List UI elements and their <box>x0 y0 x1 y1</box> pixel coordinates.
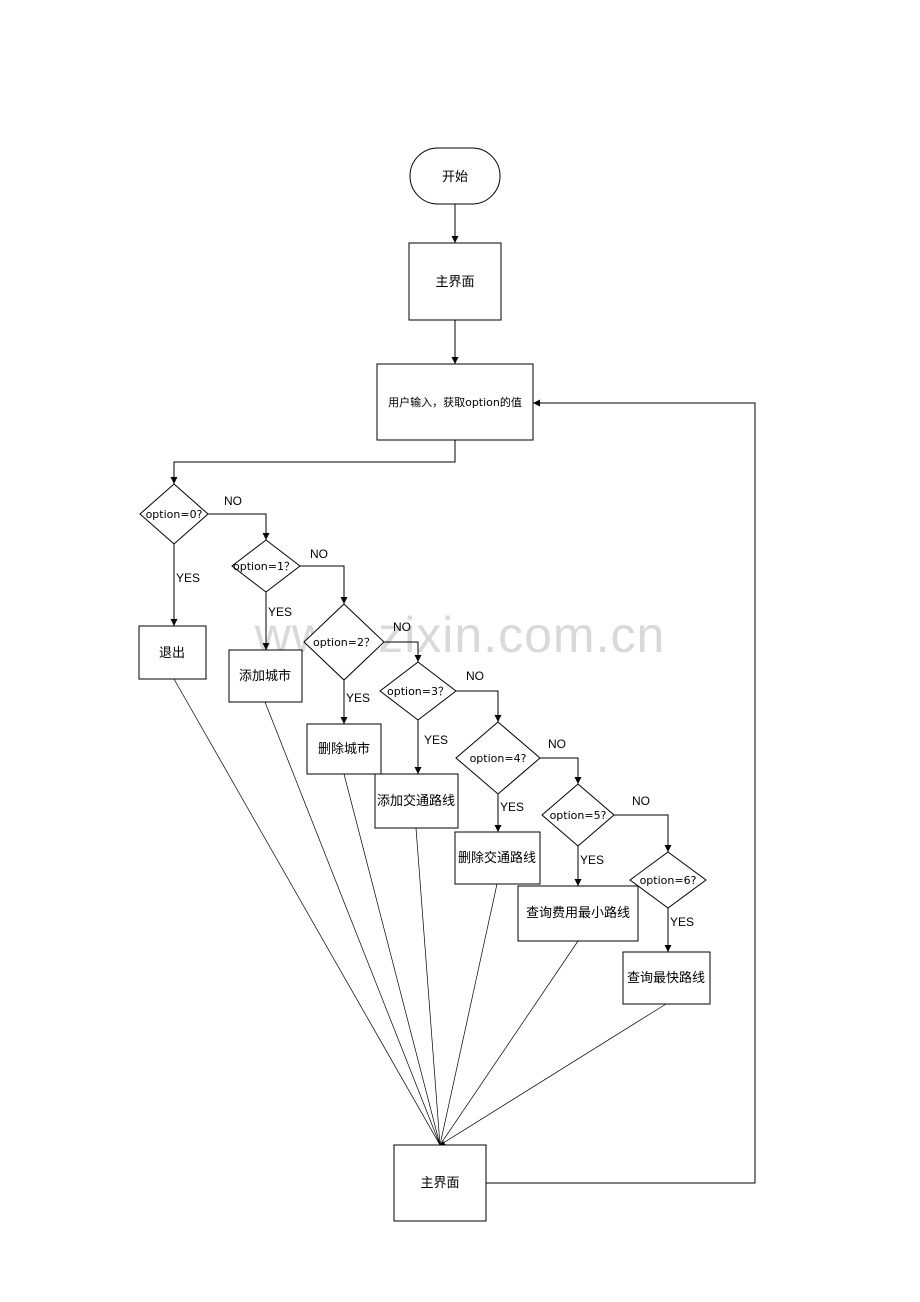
edge-d1-d2 <box>300 565 348 604</box>
d5-no-label: NO <box>632 794 650 808</box>
decision-1: option=1？ <box>231 539 301 593</box>
main-ui-node: 主界面 <box>408 242 502 321</box>
main-ui-end-node: 主界面 <box>393 1144 487 1222</box>
d3-no-label: NO <box>466 669 484 683</box>
start-node: 开始 <box>409 147 501 205</box>
decision-3: option=3？ <box>379 661 457 721</box>
decision-0-label: option=0? <box>146 508 203 521</box>
add-city-label: 添加城市 <box>239 668 291 684</box>
d0-no-label: NO <box>224 494 242 508</box>
d1-yes-label: YES <box>268 605 292 619</box>
decision-3-label: option=3？ <box>387 685 449 698</box>
input-label: 用户输入，获取option的值 <box>388 395 522 409</box>
exit-label: 退出 <box>159 646 185 661</box>
decision-5: option=5? <box>541 783 615 847</box>
decision-5-label: option=5? <box>550 809 607 822</box>
add-route-label: 添加交通路线 <box>377 793 455 809</box>
edge-d3-d4 <box>456 690 502 722</box>
edge-input-d0 <box>170 440 456 484</box>
add-route-node: 添加交通路线 <box>374 773 459 829</box>
decision-1-label: option=1？ <box>233 560 295 573</box>
d4-no-label: NO <box>548 737 566 751</box>
del-city-label: 删除城市 <box>318 741 370 757</box>
del-route-label: 删除交通路线 <box>458 850 536 866</box>
add-city-node: 添加城市 <box>228 649 303 703</box>
d3-yes-label: YES <box>424 733 448 747</box>
decision-4: option=4? <box>455 721 541 795</box>
edge-d4-d5 <box>540 757 582 784</box>
d0-yes-label: YES <box>176 571 200 585</box>
exit-node: 退出 <box>138 625 207 680</box>
edge-d2-d3 <box>384 641 422 662</box>
del-city-node: 删除城市 <box>306 723 382 775</box>
d2-yes-label: YES <box>346 691 370 705</box>
edge-loop-back <box>486 399 756 1184</box>
query-fast-label: 查询最快路线 <box>627 970 705 986</box>
converging-edges <box>173 678 667 1146</box>
main-ui-label: 主界面 <box>435 275 474 290</box>
main-ui-end-label: 主界面 <box>420 1176 459 1191</box>
decision-4-label: option=4? <box>470 752 527 765</box>
decision-0: option=0? <box>139 483 209 545</box>
query-cost-label: 查询费用最小路线 <box>526 905 630 921</box>
d1-no-label: NO <box>310 547 328 561</box>
edge-d5-d6 <box>614 814 672 852</box>
decision-6-label: option=6? <box>640 874 697 887</box>
del-route-node: 删除交通路线 <box>454 831 541 885</box>
decision-6: option=6? <box>629 851 707 909</box>
decision-2-label: option=2？ <box>313 636 375 649</box>
query-fast-node: 查询最快路线 <box>622 951 711 1005</box>
input-node: 用户输入，获取option的值 <box>376 363 534 441</box>
d4-yes-label: YES <box>500 800 524 814</box>
edge-d0-d1 <box>208 513 270 540</box>
d2-no-label: NO <box>393 620 411 634</box>
start-label: 开始 <box>442 170 468 185</box>
d6-yes-label: YES <box>670 915 694 929</box>
d5-yes-label: YES <box>580 853 604 867</box>
query-cost-node: 查询费用最小路线 <box>517 885 639 942</box>
